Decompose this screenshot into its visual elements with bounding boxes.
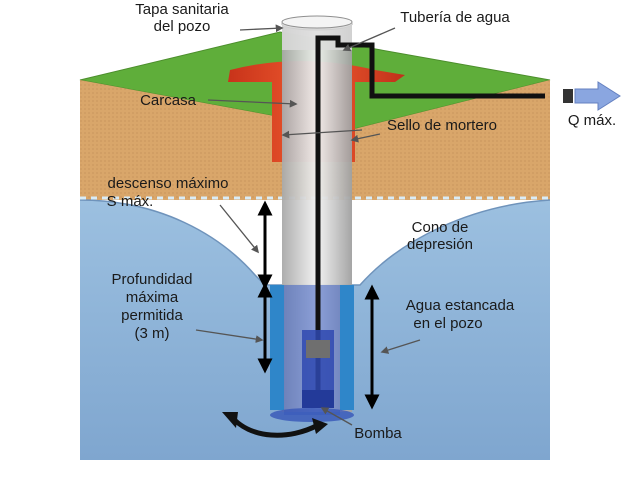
label-profundidad-2: máxima [126,289,179,306]
label-cono-2: depresión [407,236,473,253]
water-pipe [315,35,573,390]
label-descenso-2: S máx. [107,193,154,210]
label-q-max: Q máx. [568,112,616,129]
leader-sello-left [281,129,363,139]
label-profundidad-3: permitida [121,307,183,324]
leader-carcasa [207,99,298,108]
label-tapa-1: Tapa sanitaria [135,1,229,18]
label-sello: Sello de mortero [387,117,497,134]
circulation-arrow-icon [228,413,320,438]
label-descenso-1: descenso máximo [108,175,229,192]
label-agua-1: Agua estancada [406,297,515,314]
leader-descenso [219,204,259,254]
label-tuberia: Tubería de agua [400,9,510,26]
flow-arrow-icon [574,81,621,111]
leader-tuberia [342,27,396,52]
pump [302,330,334,408]
label-carcasa: Carcasa [140,92,197,109]
leader-sello-right [350,133,381,143]
leader-profundidad [195,329,264,343]
label-cono-1: Cono de [412,219,469,236]
label-tapa-2: del pozo [154,18,211,35]
leader-bomba [320,407,353,426]
leader-agua [380,339,421,354]
label-bomba: Bomba [354,425,402,442]
leader-tapa [239,24,284,33]
label-profundidad-1: Profundidad [112,271,193,288]
label-profundidad-4: (3 m) [135,325,170,342]
label-agua-2: en el pozo [413,315,482,332]
